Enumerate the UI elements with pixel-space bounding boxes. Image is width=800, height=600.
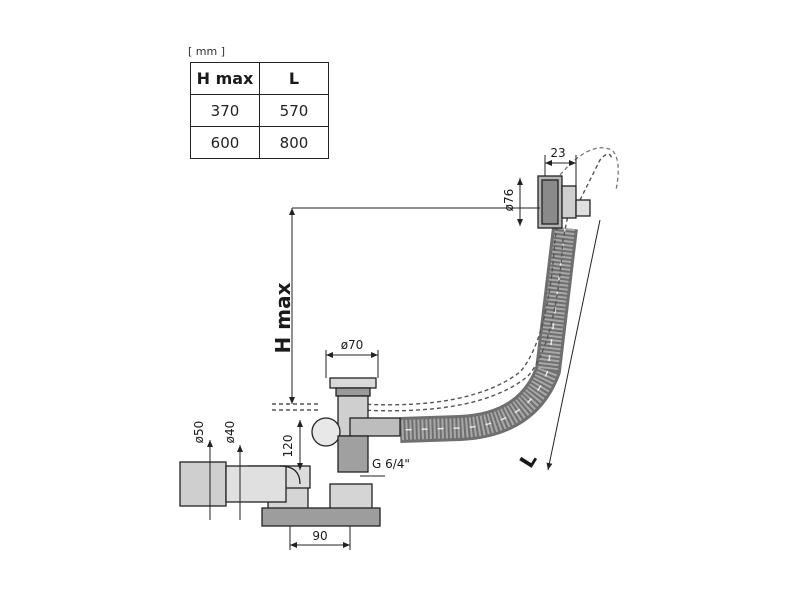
l-label: L: [515, 448, 542, 472]
h-max-label: H max: [271, 282, 295, 353]
waste-pipe: [179, 461, 301, 507]
h120-label: 120: [281, 435, 295, 458]
table-row: 600 800: [190, 126, 329, 159]
unit-label: [ mm ]: [188, 45, 226, 58]
flex-hose: [399, 226, 578, 443]
d40-label: ø40: [223, 421, 237, 444]
cell-h-max: 370: [190, 94, 260, 127]
cell-l: 570: [259, 94, 329, 127]
dimensions-table: H max L 370 570 600 800: [190, 62, 329, 159]
dimension-lines: [207, 155, 601, 550]
header-h-max: H max: [190, 62, 260, 95]
w23-label: 23: [550, 146, 565, 160]
cell-h-max: 600: [190, 126, 260, 159]
d76-label: ø76: [502, 189, 516, 212]
table-header-row: H max L: [190, 62, 329, 95]
table-row: 370 570: [190, 94, 329, 127]
cell-l: 800: [259, 126, 329, 159]
w90-label: 90: [312, 529, 327, 543]
thread-label: G 6/4": [372, 457, 410, 471]
bathtub-outline: [272, 153, 613, 412]
d50-label: ø50: [192, 421, 206, 444]
d70-label: ø70: [341, 338, 364, 352]
drain-body: [247, 377, 401, 527]
overflow-head: [537, 147, 619, 229]
